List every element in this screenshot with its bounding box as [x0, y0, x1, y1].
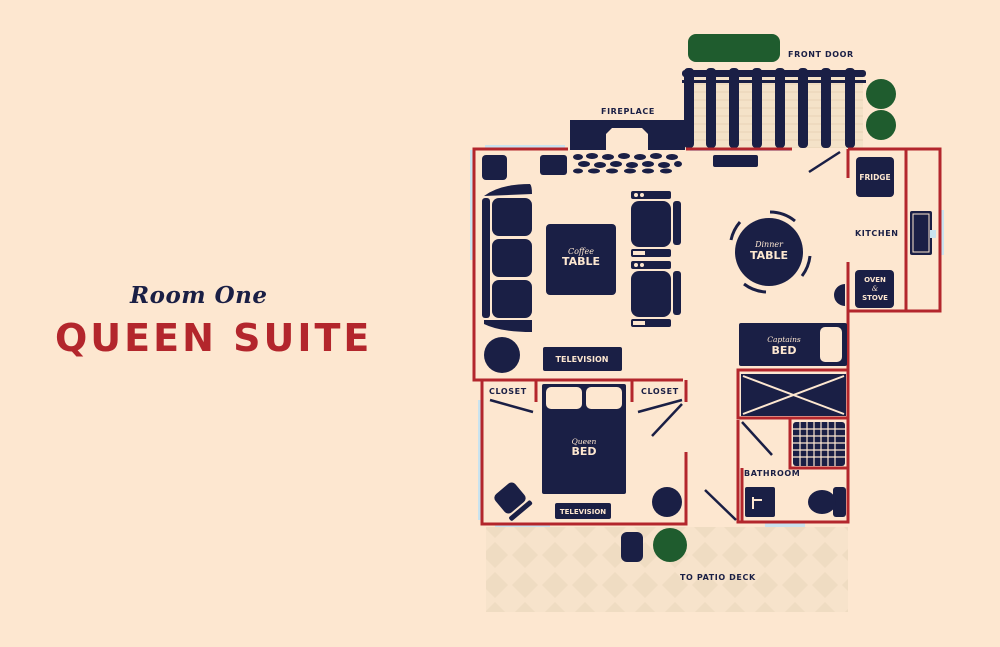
hedge-icon	[688, 34, 780, 62]
bedroom-ottoman-icon	[652, 487, 682, 517]
armchair-icon	[631, 261, 681, 327]
dinner-table: Dinner TABLE	[729, 210, 812, 294]
fridge: FRIDGE	[856, 157, 894, 197]
stool-icon	[834, 284, 845, 306]
svg-text:BED: BED	[571, 445, 596, 458]
svg-text:Queen: Queen	[572, 437, 597, 446]
door-swings	[489, 150, 841, 521]
svg-text:Dinner: Dinner	[754, 240, 784, 249]
kitchen-label: KITCHEN	[855, 229, 899, 238]
side-table-icon	[482, 155, 507, 180]
svg-text:Captains: Captains	[767, 335, 801, 344]
vanity-sink-icon	[745, 487, 775, 517]
front-porch	[682, 68, 866, 148]
bathroom-label: BATHROOM	[744, 469, 800, 478]
room-title: QUEEN SUITE	[55, 316, 373, 360]
sofa-icon	[482, 184, 532, 332]
fireplace-label: FIREPLACE	[601, 107, 655, 116]
shrub-icon	[866, 79, 896, 109]
oven-stove: OVEN & STOVE	[855, 270, 894, 308]
svg-text:&: &	[872, 285, 878, 293]
patio-chair-icon	[621, 532, 643, 562]
svg-text:TABLE: TABLE	[750, 249, 788, 262]
fireplace	[570, 120, 685, 174]
sink-icon	[910, 211, 936, 255]
ottoman-icon	[484, 337, 520, 373]
room-subtitle: Room One	[130, 282, 268, 309]
svg-text:TABLE: TABLE	[562, 255, 600, 268]
captains-bed: Captains BED	[739, 323, 847, 366]
shower-icon	[793, 422, 845, 466]
bedroom-television: TELEVISION	[555, 503, 611, 519]
side-table-icon	[540, 155, 567, 175]
living-television: TELEVISION	[543, 347, 622, 371]
svg-text:TELEVISION: TELEVISION	[560, 508, 606, 516]
svg-text:CLOSET: CLOSET	[489, 387, 527, 396]
closet-right-label: CLOSET	[641, 387, 679, 396]
walls	[472, 147, 942, 526]
svg-text:CLOSET: CLOSET	[641, 387, 679, 396]
storage-x-icon	[741, 374, 846, 416]
toilet-icon	[808, 487, 846, 517]
front-door-label: FRONT DOOR	[788, 50, 854, 59]
console-icon	[713, 155, 758, 167]
armchair-icon	[631, 191, 681, 257]
svg-text:STOVE: STOVE	[862, 294, 888, 302]
windows	[470, 145, 944, 527]
patio-plant-icon	[653, 528, 687, 562]
closet-left-label: CLOSET	[489, 387, 527, 396]
svg-text:TELEVISION: TELEVISION	[556, 355, 609, 364]
patio-label: TO PATIO DECK	[680, 573, 756, 582]
svg-text:OVEN: OVEN	[864, 276, 886, 284]
shrub-icon	[866, 110, 896, 140]
bedroom-chair-icon	[494, 482, 533, 521]
svg-text:FRIDGE: FRIDGE	[859, 173, 890, 182]
svg-text:BED: BED	[771, 344, 796, 357]
svg-text:Coffee: Coffee	[568, 247, 594, 256]
coffee-table: Coffee TABLE	[546, 224, 616, 295]
queen-bed: Queen BED	[542, 384, 626, 494]
